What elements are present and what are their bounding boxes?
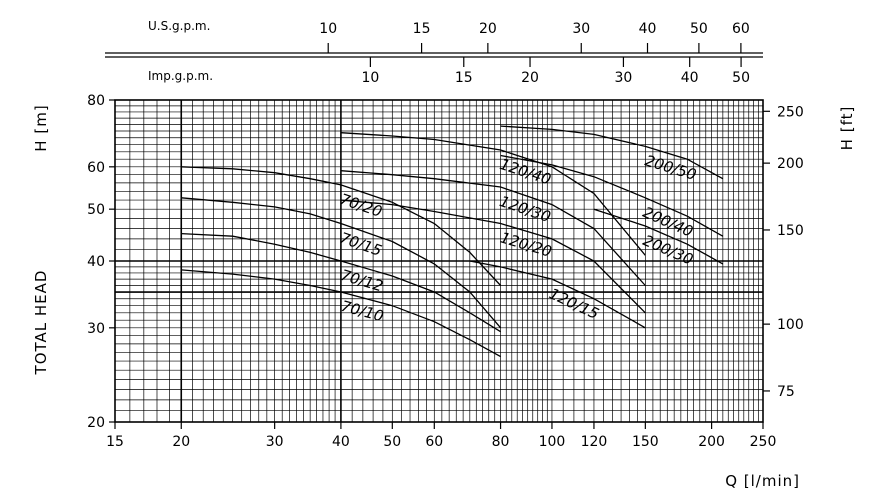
y-tick-label: 40 [87, 254, 105, 270]
imp-gpm-label: Imp.g.p.m. [148, 69, 213, 83]
gpm-tick-label: 40 [639, 21, 657, 37]
right-unit-label: H [ft] [838, 106, 856, 151]
curve-label: 200/50 [643, 151, 699, 184]
ft-tick-label: 100 [777, 317, 804, 333]
x-tick-label: 100 [539, 434, 566, 450]
gpm-tick-label: 50 [732, 70, 750, 86]
curves [181, 125, 724, 358]
ft-tick-label: 200 [777, 156, 804, 172]
x-tick-label: 50 [383, 434, 401, 450]
gpm-tick-label: 20 [521, 70, 539, 86]
curve-120-30 [340, 170, 646, 286]
curve-200-50 [500, 125, 724, 180]
gpm-tick-label: 40 [681, 70, 699, 86]
curve-label: 120/30 [497, 192, 553, 226]
x-tick-label: 200 [698, 434, 725, 450]
gpm-tick-label: 15 [413, 21, 431, 37]
left-unit-label: H [m] [32, 104, 50, 151]
curve-70-10 [181, 269, 501, 358]
gpm-tick-label: 20 [479, 21, 497, 37]
gpm-tick-label: 30 [615, 70, 633, 86]
x-tick-label: 250 [750, 434, 777, 450]
curve-label: 70/12 [339, 266, 386, 295]
y-tick-label: 60 [87, 160, 105, 176]
x-tick-label: 40 [332, 434, 350, 450]
gpm-tick-label: 10 [361, 70, 379, 86]
x-tick-label: 15 [106, 434, 124, 450]
curve-200-40 [500, 154, 724, 237]
us-gpm-label: U.S.g.p.m. [148, 19, 210, 33]
y-tick-label: 20 [87, 415, 105, 431]
left-axis-title: TOTAL HEAD [32, 270, 50, 376]
curve-120-40 [340, 132, 646, 256]
y-tick-label: 50 [87, 202, 105, 218]
x-tick-label: 120 [581, 434, 608, 450]
x-tick-label: 150 [632, 434, 659, 450]
gpm-tick-label: 15 [455, 70, 473, 86]
x-tick-label: 80 [492, 434, 510, 450]
curve-70-15 [181, 197, 502, 329]
x-tick-label: 30 [266, 434, 284, 450]
curve-label: 70/15 [337, 229, 384, 260]
grid [105, 43, 770, 429]
x-tick-label: 60 [425, 434, 443, 450]
gpm-tick-label: 60 [732, 21, 750, 37]
gpm-tick-label: 50 [690, 21, 708, 37]
gpm-tick-label: 30 [572, 21, 590, 37]
curve-120-20 [340, 199, 646, 314]
gpm-tick-label: 10 [319, 21, 337, 37]
ft-tick-label: 75 [777, 384, 795, 400]
y-tick-label: 30 [87, 321, 105, 337]
x-tick-label: 20 [172, 434, 190, 450]
curve-70-12 [181, 232, 501, 333]
curve-70-20 [181, 166, 502, 286]
curve-label: 70/10 [339, 297, 385, 326]
ft-tick-label: 250 [777, 104, 804, 120]
x-axis-title: Q [l/min] [725, 472, 800, 490]
curve-200-30 [593, 208, 724, 265]
curve-label: 70/20 [338, 190, 385, 221]
y-tick-label: 80 [87, 93, 105, 109]
ft-tick-label: 150 [777, 223, 804, 239]
curve-120-15 [469, 260, 646, 329]
